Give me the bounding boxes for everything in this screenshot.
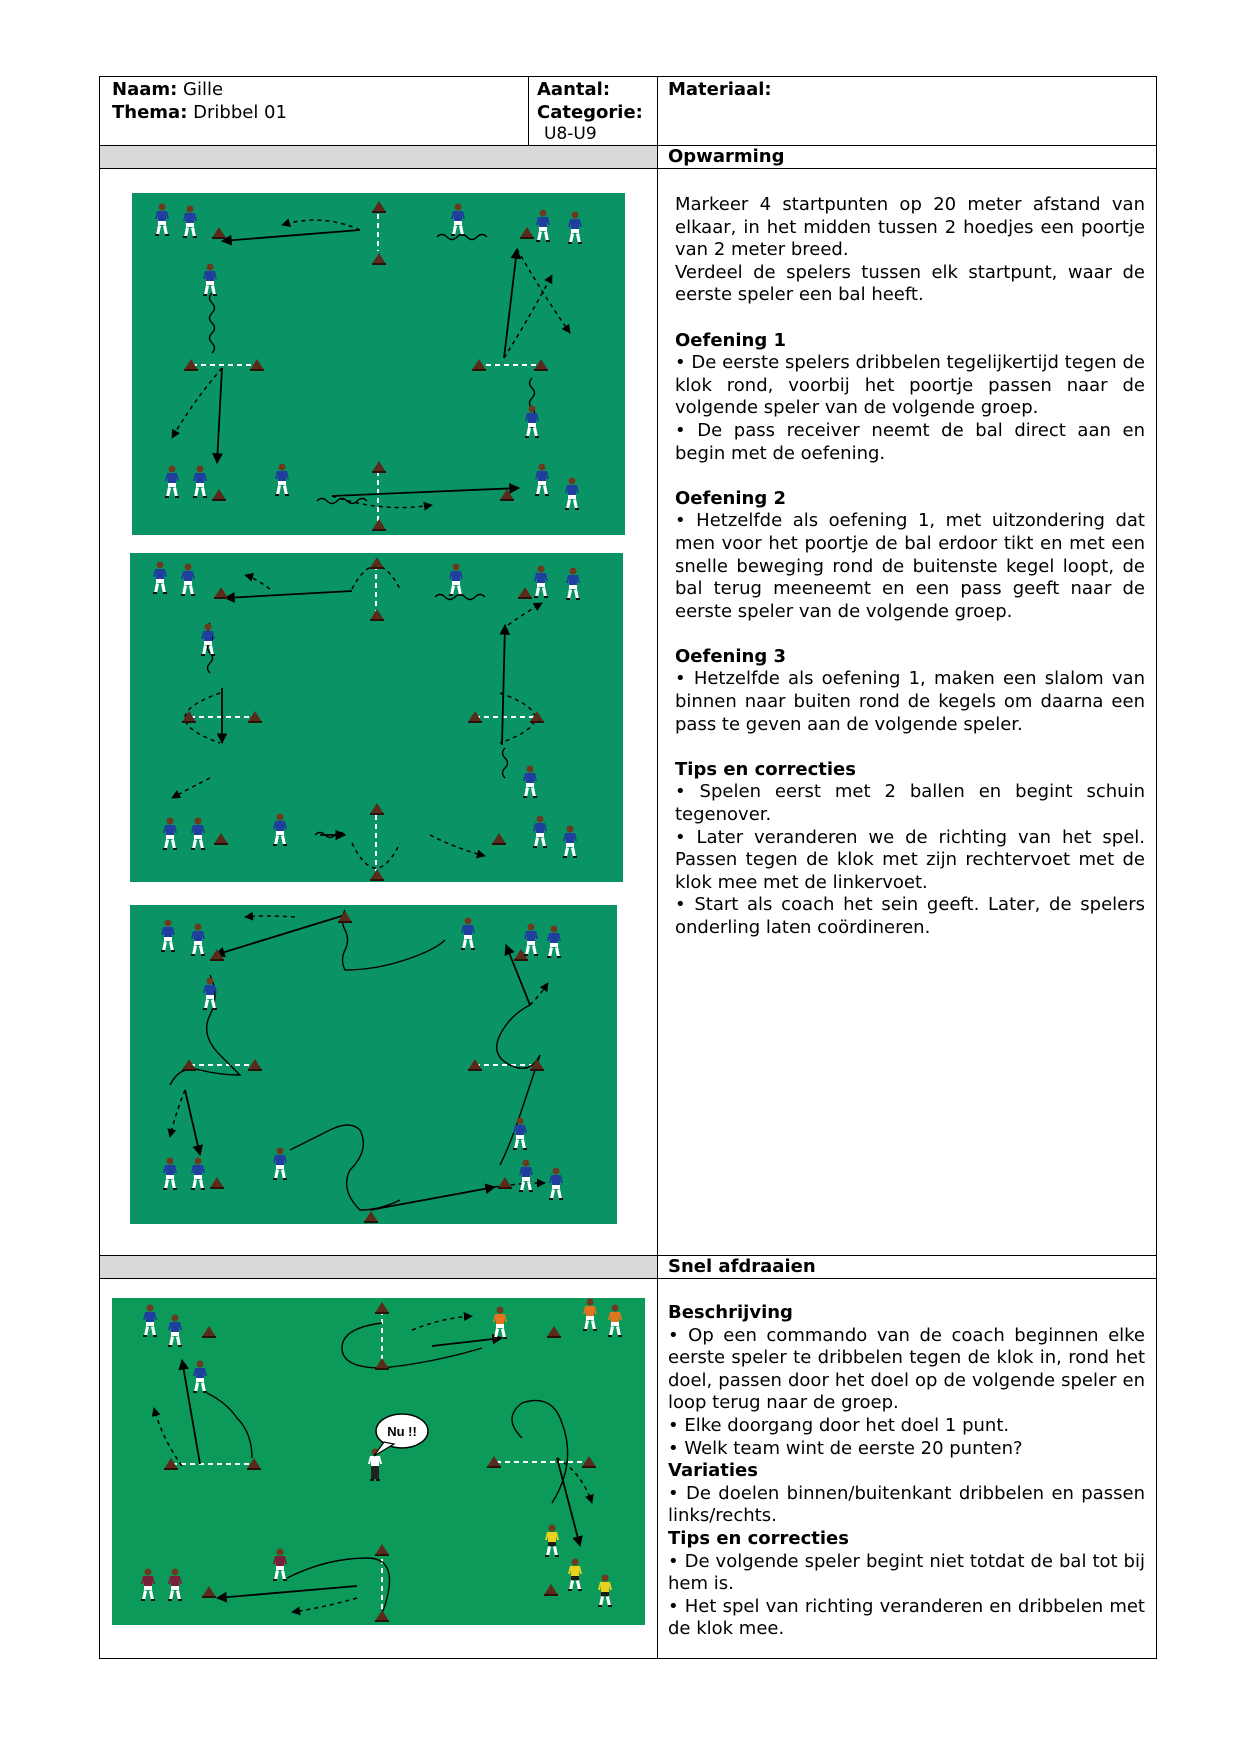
drill-diagram-1: [132, 193, 625, 535]
naam-label: Naam:: [112, 79, 178, 100]
tips1-item-2: • Later veranderen we de richting van he…: [675, 826, 1145, 893]
intro-paragraph-2: Verdeel de spelers tussen elk startpunt,…: [675, 261, 1145, 306]
variations-item-1: • De doelen binnen/buitenkant dribbelen …: [668, 1482, 1145, 1527]
column-divider: [657, 145, 658, 1659]
header-divider-2: [657, 76, 658, 145]
exercise3-title: Oefening 3: [675, 645, 787, 667]
row-rule-2: [99, 168, 1157, 169]
tips2-title: Tips en correcties: [668, 1527, 849, 1549]
row-rule-1: [99, 145, 1157, 146]
materiaal-label: Materiaal:: [668, 79, 772, 100]
thema-value: Dribbel 01: [187, 102, 287, 123]
drill-diagram-2: [130, 553, 623, 882]
exercise1-title: Oefening 1: [675, 329, 787, 351]
naam-line: Naam: Gille: [112, 79, 223, 102]
section2-title: Snel afdraaien: [668, 1256, 816, 1277]
tips1-item-1: • Spelen eerst met 2 ballen en begint sc…: [675, 781, 1145, 826]
exercise2-item-1: • Hetzelfde als oefening 1, met uitzonde…: [675, 510, 1145, 622]
document-table: [99, 76, 1157, 1659]
row-rule-4: [99, 1278, 1157, 1279]
categorie-label: Categorie:: [537, 102, 643, 123]
thema-line: Thema: Dribbel 01: [112, 102, 287, 125]
variations-title: Variaties: [668, 1460, 758, 1482]
section1-text: Markeer 4 startpunten op 20 meter afstan…: [675, 194, 1145, 940]
exercise2-title: Oefening 2: [675, 487, 787, 509]
description-item-1: • Op een commando van de coach beginnen …: [668, 1324, 1145, 1414]
exercise1-item-2: • De pass receiver neemt de bal direct a…: [675, 419, 1145, 464]
tips2-item-1: • De volgende speler begint niet totdat …: [668, 1550, 1145, 1595]
tips1-item-3: • Start als coach het sein geeft. Later,…: [675, 894, 1145, 938]
naam-value: Gille: [177, 79, 224, 100]
section1-band: [100, 146, 657, 168]
thema-label: Thema:: [112, 102, 188, 123]
aantal-label: Aantal:: [537, 79, 611, 100]
drill-diagram-3: [130, 905, 617, 1224]
exercise3-item-1: • Hetzelfde als oefening 1, maken een sl…: [675, 668, 1145, 735]
section2-band: [100, 1256, 657, 1278]
tips1-title: Tips en correcties: [675, 758, 856, 780]
description-item-3: • Welk team wint de eerste 20 punten?: [668, 1437, 1023, 1459]
speech-bubble-text: Nu !!: [387, 1424, 417, 1439]
exercise1-item-1: • De eerste spelers dribbelen tegelijker…: [675, 352, 1145, 419]
intro-paragraph-1: Markeer 4 startpunten op 20 meter afstan…: [675, 194, 1145, 261]
section1-title: Opwarming: [668, 146, 785, 167]
header-divider-1: [528, 76, 529, 145]
categorie-value: U8-U9: [544, 124, 597, 144]
tips2-item-2: • Het spel van richting veranderen en dr…: [668, 1595, 1145, 1640]
section2-text: Beschrijving • Op een commando van de co…: [668, 1302, 1145, 1641]
description-item-2: • Elke doorgang door het doel 1 punt.: [668, 1414, 1010, 1436]
drill-diagram-4: Nu !!: [112, 1298, 645, 1625]
description-title: Beschrijving: [668, 1302, 793, 1323]
row-rule-3: [99, 1255, 1157, 1256]
